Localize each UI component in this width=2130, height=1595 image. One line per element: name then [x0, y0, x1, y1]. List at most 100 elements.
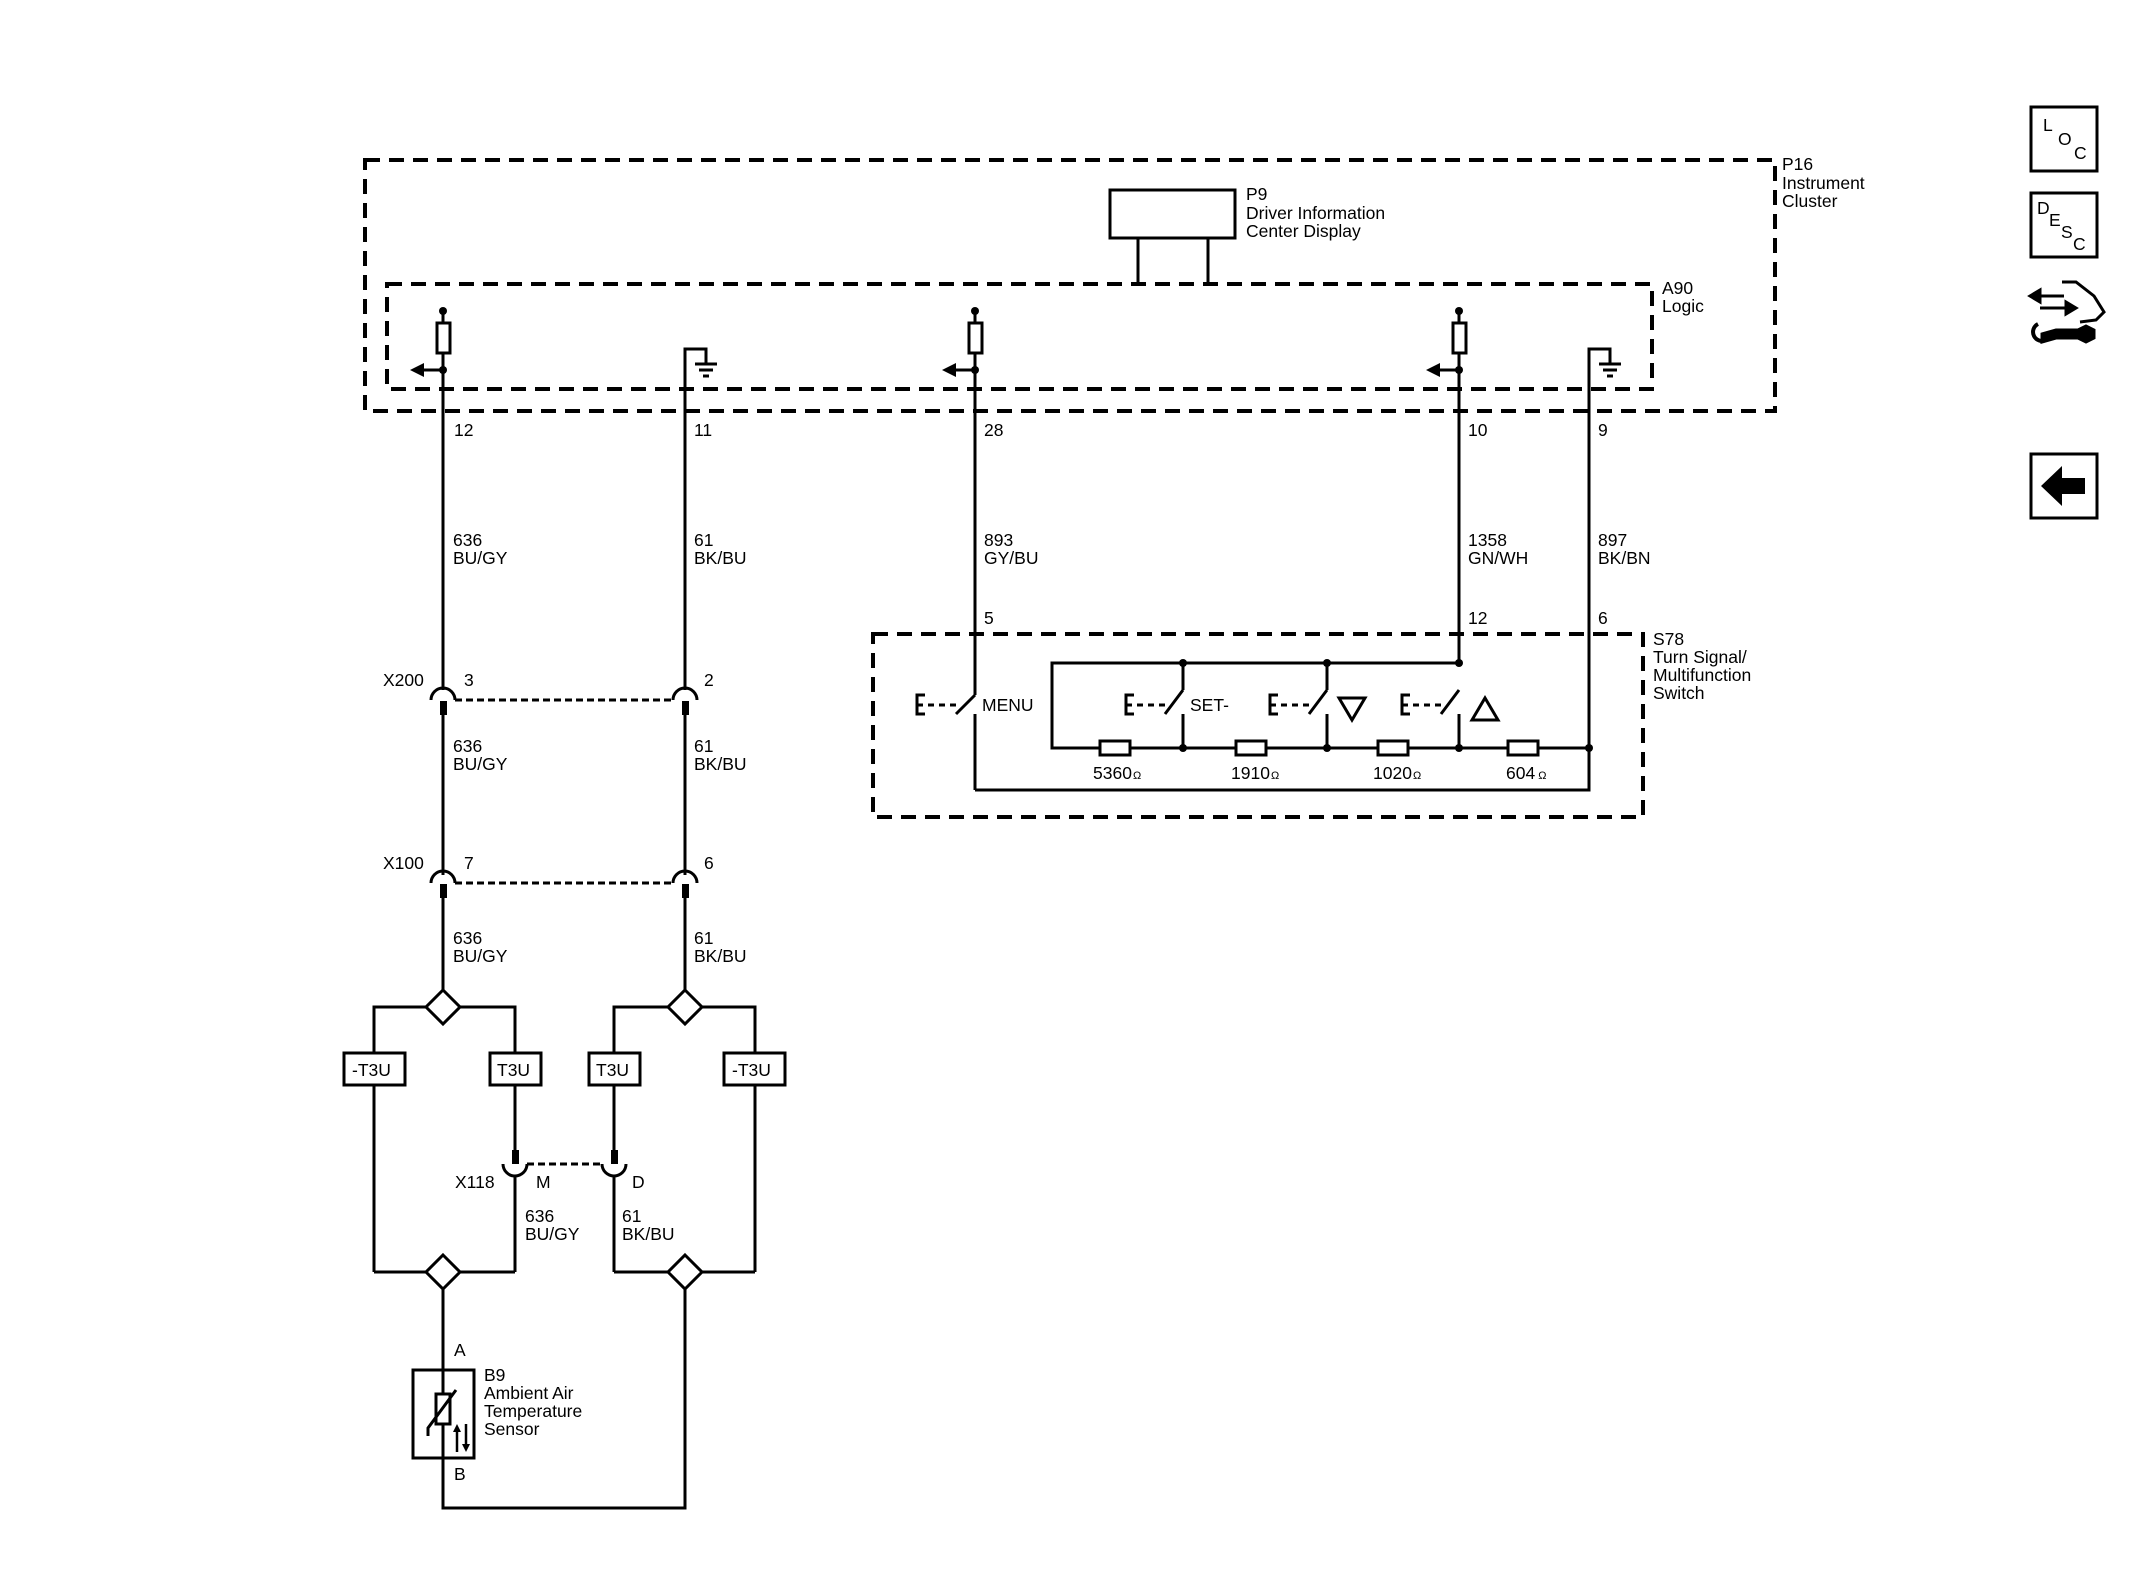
set-label: SET- — [1190, 695, 1229, 715]
resistor-value: 1020Ω — [1373, 763, 1421, 783]
location-icon[interactable] — [2029, 105, 2099, 173]
connector-repair-icon[interactable] — [2027, 280, 2106, 344]
instrument-cluster-ref: P16 — [1782, 154, 1813, 174]
wire-circuit: 1358 — [1468, 530, 1507, 550]
desc-letter: D — [2037, 198, 2050, 218]
wires-upper — [441, 370, 1591, 748]
switch-ref: S78 — [1653, 629, 1684, 649]
description-icon[interactable] — [2029, 191, 2099, 259]
wire-color: BK/BU — [694, 548, 747, 568]
menu-label: MENU — [982, 695, 1034, 715]
sensor-pin-b: B — [454, 1464, 466, 1484]
logic-name: Logic — [1662, 296, 1704, 316]
switch-pin: 5 — [984, 608, 994, 628]
dic-display: P9 Driver Information Center Display — [1108, 184, 1385, 283]
down-triangle-icon — [1336, 696, 1368, 723]
pullup-28 — [942, 307, 984, 377]
cluster-pin: 12 — [454, 420, 473, 440]
wire-circuit: 636 — [453, 928, 482, 948]
sensor-pin-a: A — [454, 1340, 466, 1360]
resistor-value: 1910Ω — [1231, 763, 1279, 783]
pullup-12 — [410, 307, 452, 377]
x200-pin-right: 2 — [704, 670, 714, 690]
ground-11 — [683, 347, 717, 460]
up-triangle-icon — [1469, 695, 1501, 722]
description-button[interactable]: D E S C — [2029, 191, 2099, 259]
sensor-name-3: Sensor — [484, 1419, 540, 1439]
set-switch — [1124, 663, 1185, 748]
x200-pin-left: 3 — [464, 670, 474, 690]
sensor-ref: B9 — [484, 1365, 505, 1385]
cluster-pin: 11 — [694, 420, 712, 440]
wire-circuit: 61 — [694, 530, 713, 550]
switch-name-2: Multifunction — [1653, 665, 1751, 685]
connector-repair-button[interactable] — [2027, 280, 2106, 344]
down-switch — [1268, 663, 1329, 748]
multifunction-switch: S78 Turn Signal/ Multifunction Switch 5 … — [871, 608, 1751, 819]
desc-letter: E — [2049, 210, 2061, 230]
wire-color: BU/GY — [453, 548, 508, 568]
wire-color: BK/BU — [694, 946, 747, 966]
up-switch — [1400, 689, 1461, 748]
cluster-pin: 28 — [984, 420, 1003, 440]
loc-letter: O — [2058, 129, 2072, 149]
ladder-nodes — [1179, 659, 1593, 752]
option-label: -T3U — [352, 1060, 391, 1080]
switch-name-1: Turn Signal/ — [1653, 647, 1747, 667]
dic-display-ref: P9 — [1246, 184, 1267, 204]
resistor — [1506, 739, 1540, 757]
dic-display-box — [1108, 188, 1237, 240]
x200-ref: X200 — [383, 670, 424, 690]
connector-x100: X100 7 6 — [383, 853, 714, 898]
resistor — [1234, 739, 1268, 757]
wire-circuit: 61 — [694, 928, 713, 948]
resistor-value: 5360Ω — [1093, 763, 1141, 783]
wire-color: BK/BU — [694, 754, 747, 774]
wire-circuit: 897 — [1598, 530, 1627, 550]
option-label: T3U — [596, 1060, 629, 1080]
option-label: T3U — [497, 1060, 530, 1080]
dic-display-name-2: Center Display — [1246, 221, 1361, 241]
switch-name-3: Switch — [1653, 683, 1705, 703]
loc-letter: C — [2074, 143, 2087, 163]
instrument-cluster-name-1: Instrument — [1782, 173, 1865, 193]
logic-module-outline — [385, 282, 1654, 391]
cluster-pin: 9 — [1598, 420, 1608, 440]
switch-outline — [871, 632, 1645, 819]
wire-circuit: 61 — [622, 1206, 641, 1226]
resistor — [1376, 739, 1410, 757]
switch-pin: 6 — [1598, 608, 1608, 628]
location-button[interactable]: L O C — [2029, 105, 2099, 173]
ambient-temp-sensor: A B B9 Ambient Air Temperature Sensor — [411, 1340, 582, 1484]
x118-pin-right: D — [632, 1172, 645, 1192]
x118-ref: X118 — [455, 1172, 495, 1192]
dic-display-name-1: Driver Information — [1246, 203, 1385, 223]
wire-circuit: 636 — [453, 530, 482, 550]
back-button[interactable] — [2029, 452, 2099, 520]
connector-x118: X118 M D — [455, 1150, 645, 1192]
instrument-cluster: P16 Instrument Cluster — [363, 154, 1865, 413]
desc-letter: C — [2073, 234, 2086, 254]
lower-splices — [374, 1252, 755, 1510]
wire-circuit: 636 — [453, 736, 482, 756]
wire-color: BK/BU — [622, 1224, 675, 1244]
cluster-pin: 10 — [1468, 420, 1488, 440]
menu-switch — [915, 693, 977, 790]
loc-letter: L — [2043, 115, 2053, 135]
switch-pin: 12 — [1468, 608, 1487, 628]
wire-circuit: 636 — [525, 1206, 554, 1226]
wire-circuit: 893 — [984, 530, 1013, 550]
wire-color: GY/BU — [984, 548, 1038, 568]
ground-9 — [1587, 347, 1621, 460]
desc-letter: S — [2061, 222, 2073, 242]
wire-color: BU/GY — [453, 946, 508, 966]
pullup-10 — [1426, 307, 1468, 377]
wire-color: BU/GY — [525, 1224, 580, 1244]
sensor-name-2: Temperature — [484, 1401, 582, 1421]
x118-pin-left: M — [536, 1172, 551, 1192]
connector-x200: X200 3 2 — [383, 670, 714, 715]
logic-ref: A90 — [1662, 278, 1693, 298]
wire-color: BK/BN — [1598, 548, 1651, 568]
